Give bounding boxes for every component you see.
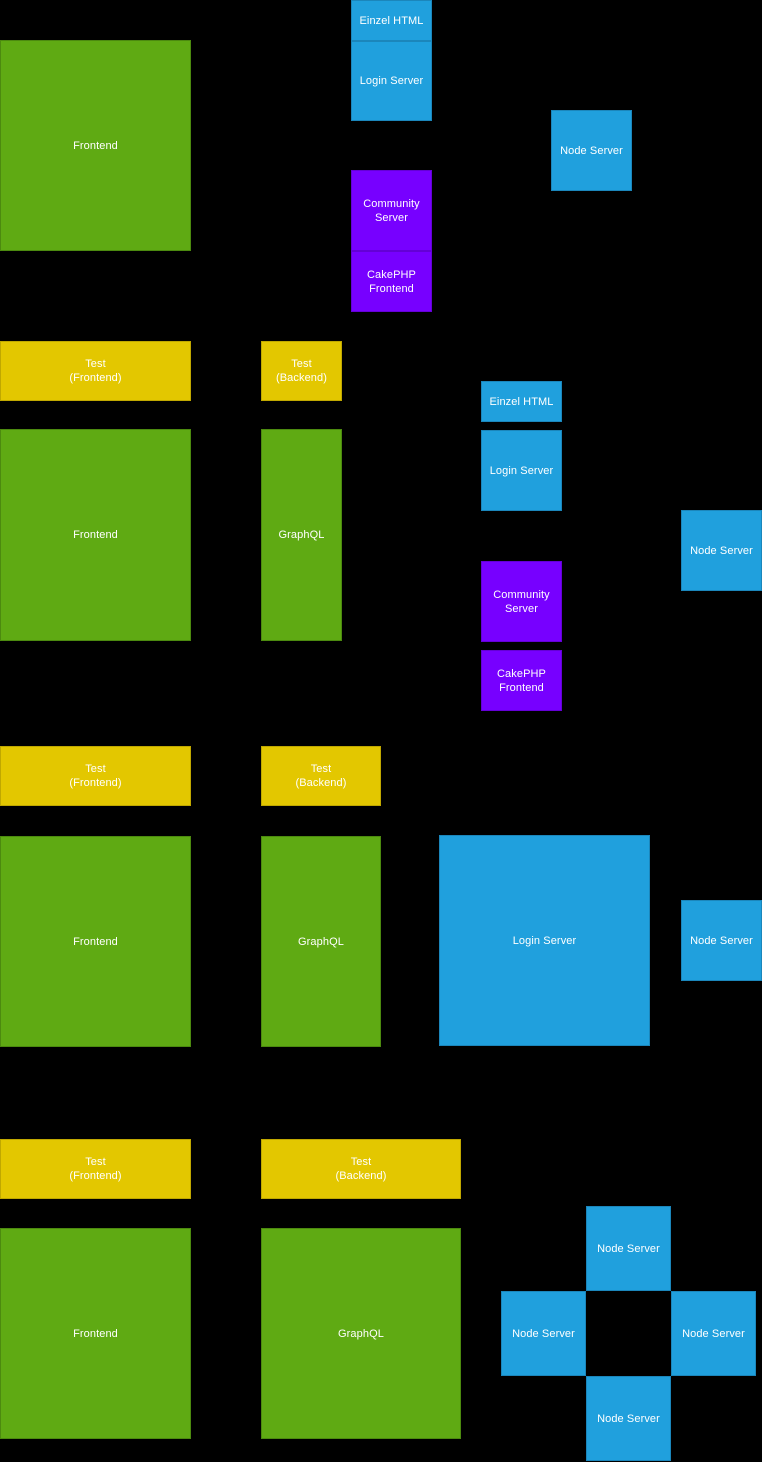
block-s2-einzel[interactable]: Einzel HTML bbox=[481, 381, 562, 422]
block-s4-node-bottom[interactable]: Node Server bbox=[586, 1376, 671, 1461]
block-label: Frontend bbox=[73, 935, 118, 948]
block-s4-graphql[interactable]: GraphQL bbox=[261, 1228, 461, 1439]
block-label: Node Server bbox=[597, 1242, 660, 1255]
block-label: Login Server bbox=[512, 934, 577, 947]
block-s3-login[interactable]: Login Server bbox=[439, 835, 650, 1046]
block-s1-login[interactable]: Login Server bbox=[351, 41, 432, 121]
block-s3-frontend[interactable]: Frontend bbox=[0, 836, 191, 1047]
block-s2-frontend[interactable]: Frontend bbox=[0, 429, 191, 641]
block-label: CakePHP Frontend bbox=[497, 667, 546, 694]
block-label: Community Server bbox=[493, 588, 550, 615]
block-label: Test (Backend) bbox=[335, 1156, 387, 1182]
block-s1-einzel[interactable]: Einzel HTML bbox=[351, 0, 432, 41]
block-label: Node Server bbox=[682, 1327, 745, 1340]
block-s2-test-backend[interactable]: Test (Backend) bbox=[261, 341, 342, 401]
block-label: Node Server bbox=[690, 544, 753, 557]
block-s2-community[interactable]: Community Server bbox=[481, 561, 562, 642]
block-s1-community[interactable]: Community Server bbox=[351, 170, 432, 251]
block-label: GraphQL bbox=[278, 529, 325, 541]
block-label: Test (Frontend) bbox=[69, 358, 122, 384]
block-label: Node Server bbox=[690, 934, 753, 947]
block-s2-login[interactable]: Login Server bbox=[481, 430, 562, 511]
block-s4-frontend[interactable]: Frontend bbox=[0, 1228, 191, 1439]
block-label: Community Server bbox=[363, 197, 420, 224]
block-label: GraphQL bbox=[338, 1327, 384, 1340]
block-label: Einzel HTML bbox=[489, 395, 554, 408]
block-s3-graphql[interactable]: GraphQL bbox=[261, 836, 381, 1047]
block-label: Frontend bbox=[73, 1327, 118, 1340]
block-label: Login Server bbox=[359, 75, 424, 87]
block-s4-node-left[interactable]: Node Server bbox=[501, 1291, 586, 1376]
block-s1-frontend[interactable]: Frontend bbox=[0, 40, 191, 251]
block-s3-test-frontend[interactable]: Test (Frontend) bbox=[0, 746, 191, 806]
block-label: Test (Backend) bbox=[275, 358, 328, 384]
block-s2-cakephp[interactable]: CakePHP Frontend bbox=[481, 650, 562, 711]
block-label: Test (Frontend) bbox=[69, 1156, 122, 1182]
block-s4-node-top[interactable]: Node Server bbox=[586, 1206, 671, 1291]
block-s4-test-frontend[interactable]: Test (Frontend) bbox=[0, 1139, 191, 1199]
block-s4-node-right[interactable]: Node Server bbox=[671, 1291, 756, 1376]
block-s2-test-frontend[interactable]: Test (Frontend) bbox=[0, 341, 191, 401]
block-label: Node Server bbox=[512, 1327, 575, 1340]
block-label: Node Server bbox=[560, 144, 623, 157]
block-label: CakePHP Frontend bbox=[367, 268, 416, 295]
block-s2-graphql[interactable]: GraphQL bbox=[261, 429, 342, 641]
block-s3-node-1[interactable]: Node Server bbox=[681, 900, 762, 981]
block-label: Frontend bbox=[73, 529, 118, 541]
block-s4-test-backend[interactable]: Test (Backend) bbox=[261, 1139, 461, 1199]
block-label: Test (Frontend) bbox=[69, 763, 122, 789]
block-label: Test (Backend) bbox=[295, 763, 347, 789]
block-s1-cakephp[interactable]: CakePHP Frontend bbox=[351, 251, 432, 312]
block-label: Login Server bbox=[489, 464, 554, 477]
block-s2-node-1[interactable]: Node Server bbox=[681, 510, 762, 591]
block-label: Einzel HTML bbox=[359, 14, 424, 27]
block-label: Node Server bbox=[597, 1412, 660, 1425]
block-label: GraphQL bbox=[298, 935, 344, 948]
block-s1-node-1[interactable]: Node Server bbox=[551, 110, 632, 191]
block-s3-test-backend[interactable]: Test (Backend) bbox=[261, 746, 381, 806]
block-label: Frontend bbox=[73, 139, 118, 152]
